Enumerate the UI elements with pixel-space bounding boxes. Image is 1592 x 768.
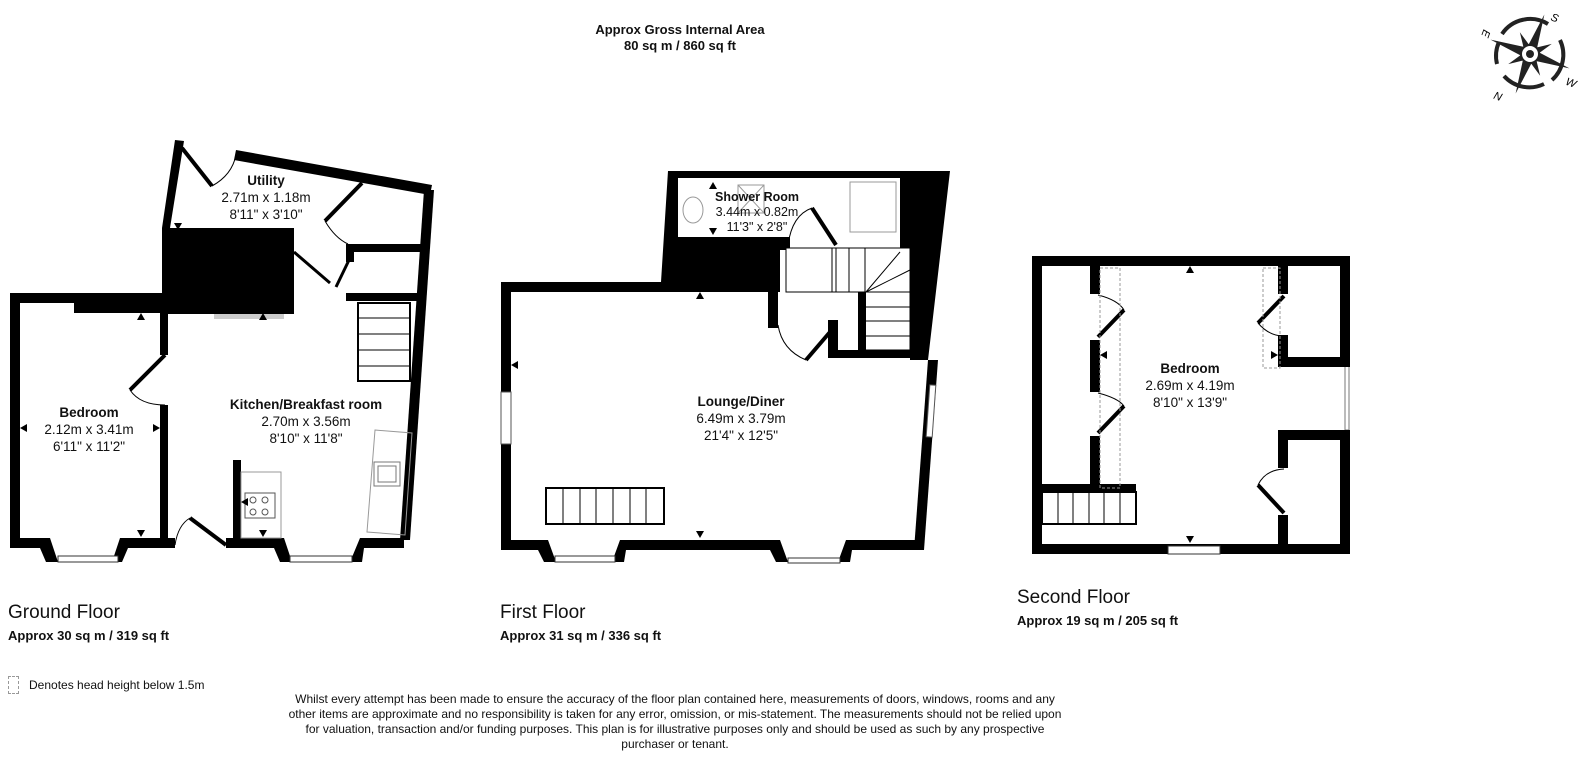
second-floor-plan	[1032, 256, 1350, 555]
room-ground-bedroom: Bedroom 2.12m x 3.41m 6'11" x 11'2"	[44, 405, 134, 454]
room-lounge-diner: Lounge/Diner 6.49m x 3.79m 21'4" x 12'5"	[696, 394, 786, 443]
disclaimer: Whilst every attempt has been made to en…	[288, 692, 1062, 751]
first-floor-plan	[500, 171, 950, 564]
room-shower-room: Shower Room 3.44m x 0.82m 11'3" x 2'8"	[714, 190, 800, 234]
ground-floor-caption: Ground Floor Approx 30 sq m / 319 sq ft	[8, 602, 170, 643]
low-headroom-swatch-icon	[8, 676, 19, 694]
gross-internal-area: Approx Gross Internal Area 80 sq m / 860…	[560, 22, 800, 54]
svg-text:E: E	[1480, 28, 1492, 40]
ground-floor-plan	[10, 140, 434, 563]
first-floor-caption: First Floor Approx 31 sq m / 336 sq ft	[500, 602, 662, 643]
svg-text:S: S	[1549, 12, 1561, 26]
second-floor-caption: Second Floor Approx 19 sq m / 205 sq ft	[1017, 587, 1179, 628]
room-kitchen-breakfast: Kitchen/Breakfast room 2.70m x 3.56m 8'1…	[229, 397, 383, 446]
gia-title: Approx Gross Internal Area	[595, 22, 765, 37]
room-second-bedroom: Bedroom 2.69m x 4.19m 8'10" x 13'9"	[1145, 361, 1235, 410]
svg-text:N: N	[1492, 90, 1504, 103]
legend: Denotes head height below 1.5m	[8, 676, 204, 694]
compass-rose-icon: S E W N	[1478, 8, 1580, 104]
legend-text: Denotes head height below 1.5m	[29, 678, 205, 692]
room-utility: Utility 2.71m x 1.18m 8'11" x 3'10"	[221, 173, 311, 222]
gia-value: 80 sq m / 860 sq ft	[624, 38, 736, 53]
